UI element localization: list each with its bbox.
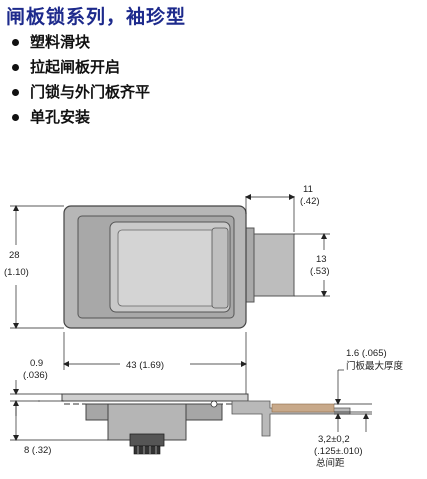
feature-text: 单孔安装 [30, 108, 91, 126]
dim-flange [10, 380, 62, 416]
feature-text: 塑料滑块 [30, 33, 91, 51]
bullet-icon [12, 39, 19, 46]
page-title: 闸板锁系列，袖珍型 [6, 6, 187, 28]
dim-gap-in: (.125±.010) [314, 446, 363, 457]
dim-top-offset-in: (.42) [300, 196, 320, 207]
dim-max-panel [334, 369, 372, 413]
feature-item: 单孔安装 [8, 105, 150, 130]
dim-top-offset-mm: 11 [303, 184, 313, 195]
dim-height [10, 205, 64, 329]
dim-depth-label: 8 (.32) [24, 445, 51, 456]
top-view-latch [63, 205, 295, 329]
dim-gap [334, 413, 372, 432]
dim-gap-value: 3,2±0,2 [318, 434, 350, 445]
side-view-latch [38, 393, 351, 455]
dim-bolt-height-mm: 13 [316, 254, 327, 265]
feature-item: 门锁与外门板齐平 [8, 80, 150, 105]
bullet-icon [12, 89, 19, 96]
feature-list: 塑料滑块 拉起闸板开启 门锁与外门板齐平 单孔安装 [8, 30, 150, 130]
dim-depth [10, 401, 108, 441]
bullet-icon [12, 114, 19, 121]
dim-bolt-height-in: (.53) [310, 266, 330, 277]
feature-item: 塑料滑块 [8, 30, 150, 55]
dim-height-mm: 28 [9, 250, 20, 261]
bullet-icon [12, 64, 19, 71]
dim-flange-mm: 0.9 [30, 358, 43, 369]
dim-max-panel-label: 门板最大厚度 [346, 360, 404, 372]
feature-text: 拉起闸板开启 [30, 58, 121, 76]
feature-item: 拉起闸板开启 [8, 55, 150, 80]
feature-text: 门锁与外门板齐平 [30, 83, 151, 101]
dim-width [63, 332, 247, 395]
dim-gap-label: 总间距 [316, 457, 345, 469]
dim-flange-in: (.036) [23, 370, 48, 381]
dim-top-offset [245, 194, 295, 232]
dim-max-panel-value: 1.6 (.065) [346, 348, 387, 359]
dim-bolt-height [294, 233, 330, 297]
dim-width-label: 43 (1.69) [126, 360, 164, 371]
dim-height-in: (1.10) [4, 267, 29, 278]
